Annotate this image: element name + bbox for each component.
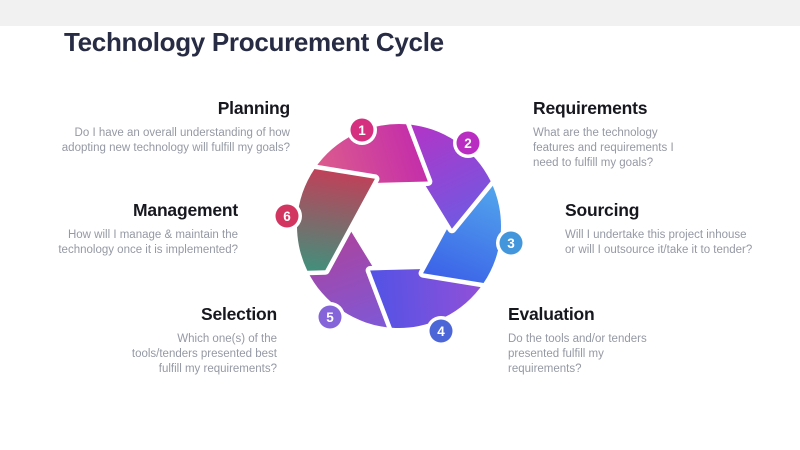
step-requirements: Requirements What are the technology fea… <box>533 98 698 171</box>
badge-circle <box>350 118 374 142</box>
step-management-description: How will I manage & maintain the technol… <box>58 229 238 256</box>
top-band <box>0 0 800 26</box>
step-evaluation-description: Do the tools and/or tenders presented fu… <box>508 333 647 375</box>
badge-circle <box>429 319 453 343</box>
step-sourcing: Sourcing Will I undertake this project i… <box>565 200 755 258</box>
badge-circle <box>318 305 342 329</box>
step-management: Management How will I manage & maintain … <box>58 200 238 258</box>
badge-number: 5 <box>326 310 334 325</box>
badge-circle <box>275 204 299 228</box>
badge-number: 6 <box>283 209 291 224</box>
step-selection-description: Which one(s) of the tools/tenders presen… <box>131 333 277 375</box>
step-badge-5: 5 <box>315 302 345 332</box>
step-selection-heading: Selection <box>200 304 277 324</box>
badge-number: 4 <box>437 324 445 339</box>
page-title: Technology Procurement Cycle <box>64 27 444 58</box>
step-planning-description: Do I have an overall understanding of ho… <box>61 127 290 154</box>
badge-number: 2 <box>464 136 472 151</box>
step-badge-1: 1 <box>347 115 377 145</box>
badge-circle <box>499 231 523 255</box>
badge-number: 3 <box>507 236 515 251</box>
step-badge-2: 2 <box>453 128 483 158</box>
step-sourcing-heading: Sourcing <box>565 200 640 220</box>
aperture-icon: 1 2 3 4 5 6 <box>272 115 526 346</box>
badge-circle <box>456 131 480 155</box>
step-management-heading: Management <box>133 200 238 220</box>
step-selection: Selection Which one(s) of the tools/tend… <box>117 304 277 377</box>
step-planning: Planning Do I have an overall understand… <box>60 98 290 156</box>
step-evaluation: Evaluation Do the tools and/or tenders p… <box>508 304 670 377</box>
step-planning-heading: Planning <box>217 98 290 118</box>
step-badge-6: 6 <box>272 201 302 231</box>
aperture-blade-6 <box>292 164 380 276</box>
step-sourcing-description: Will I undertake this project inhouse or… <box>565 229 753 256</box>
aperture-diagram: 1 2 3 4 5 6 <box>269 96 529 356</box>
step-requirements-heading: Requirements <box>533 98 648 118</box>
step-badge-4: 4 <box>426 316 456 346</box>
step-requirements-description: What are the technology features and req… <box>533 127 674 169</box>
step-badge-3: 3 <box>496 228 526 258</box>
badge-number: 1 <box>358 123 366 138</box>
step-evaluation-heading: Evaluation <box>508 304 595 324</box>
